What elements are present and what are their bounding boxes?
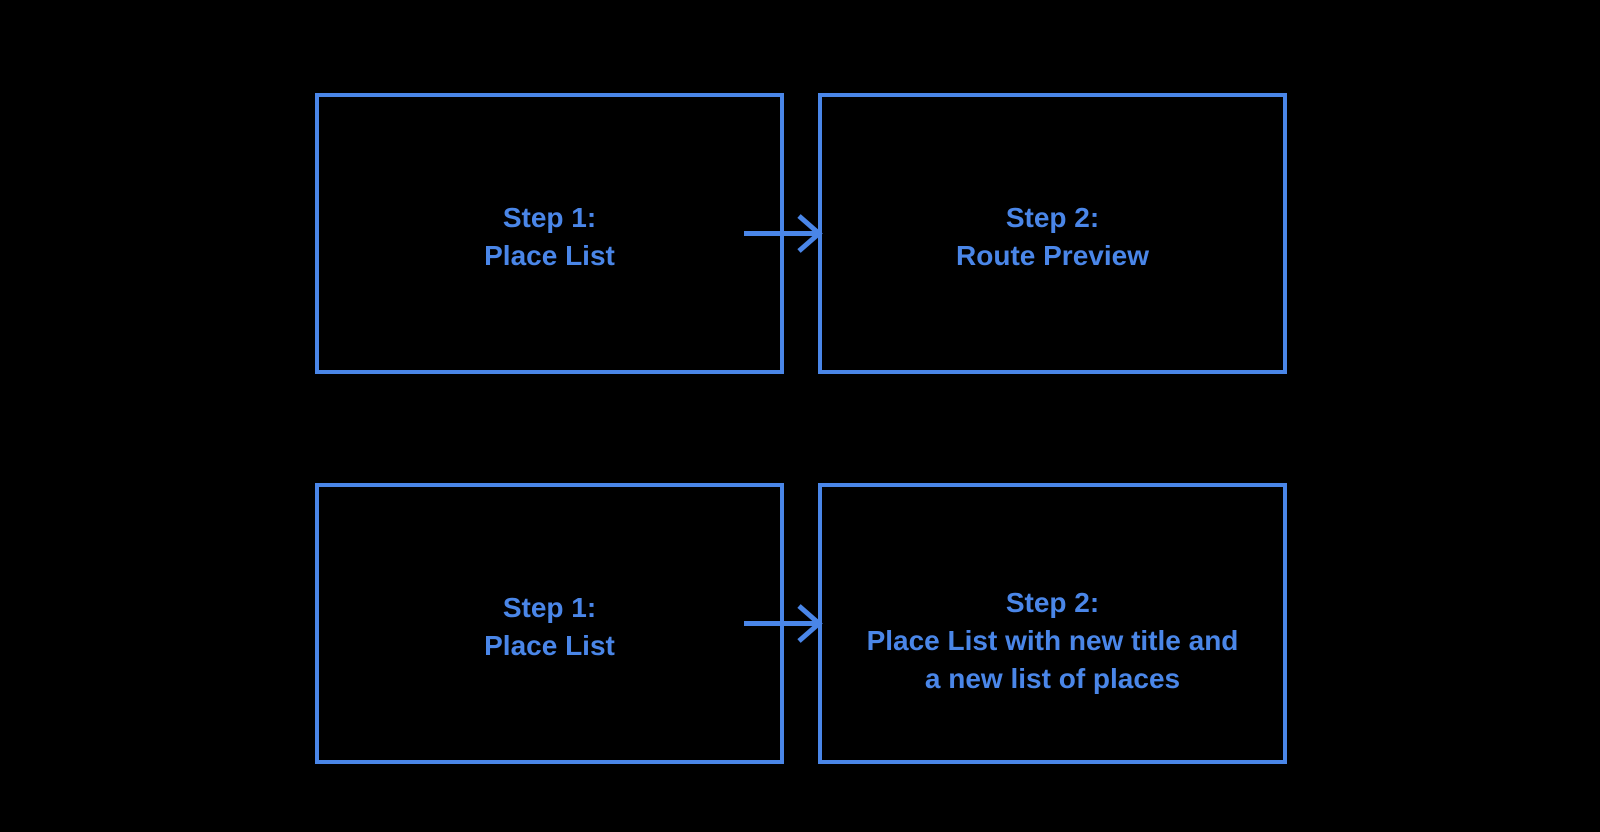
step-subtitle-line: Place List with new title and xyxy=(866,624,1239,656)
box-flow1-step2-route-preview: Step 2: Route Preview xyxy=(818,93,1287,374)
step-subtitle-line: Place List xyxy=(484,629,615,661)
box-label: Step 1: Place List xyxy=(484,589,615,665)
box-flow1-step1-place-list: Step 1: Place List xyxy=(315,93,784,374)
arrow-right-icon xyxy=(744,604,823,643)
step-subtitle-line: Route Preview xyxy=(956,239,1149,271)
arrow-right-icon xyxy=(744,214,823,253)
box-label: Step 1: Place List xyxy=(484,199,615,275)
step-title-line: Step 1: xyxy=(502,201,597,233)
step-title-line: Step 2: xyxy=(1005,586,1100,618)
step-title-line: Step 2: xyxy=(1005,201,1100,233)
step-subtitle-line: Place List xyxy=(484,239,615,271)
box-label: Step 2: Place List with new title and a … xyxy=(867,584,1239,698)
step-subtitle-line: a new list of places xyxy=(924,662,1181,694)
box-flow2-step2-new-place-list: Step 2: Place List with new title and a … xyxy=(818,483,1287,764)
step-title-line: Step 1: xyxy=(502,591,597,623)
box-flow2-step1-place-list: Step 1: Place List xyxy=(315,483,784,764)
box-label: Step 2: Route Preview xyxy=(956,199,1149,275)
